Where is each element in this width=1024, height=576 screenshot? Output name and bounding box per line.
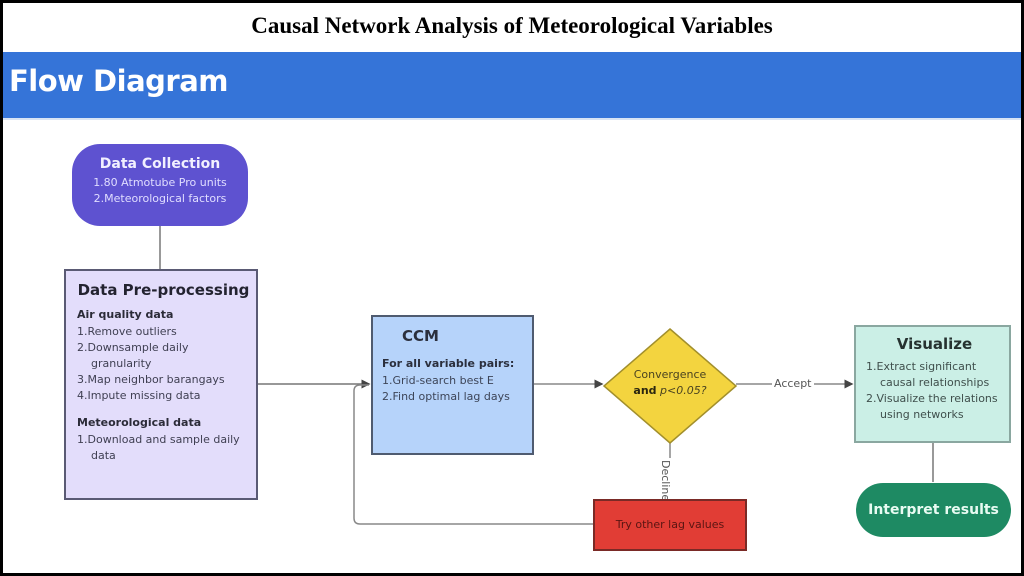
section-heading-air-quality: Air quality data (77, 308, 174, 321)
list-item: 2.Downsample daily (77, 341, 189, 354)
edge-label-decline: Decline (659, 458, 672, 504)
list-item: 2.Meteorological factors (93, 192, 227, 205)
list-item-continuation: granularity (91, 357, 152, 370)
list-item-continuation: data (91, 449, 116, 462)
node-try-other-lag-values[interactable]: Try other lag values (593, 499, 747, 551)
decision-diamond[interactable] (602, 328, 738, 444)
list-item: 2.Find optimal lag days (382, 390, 510, 403)
decision-label: Convergence and p<0.05? (604, 367, 736, 399)
list-item: 2.Visualize the relations (866, 392, 998, 405)
node-data-collection[interactable]: Data Collection 1.80 Atmotube Pro units … (72, 144, 248, 226)
decision-line1: Convergence (633, 368, 707, 381)
node-title: CCM (402, 327, 439, 345)
list-item: 3.Map neighbor barangays (77, 373, 225, 386)
page-title: Causal Network Analysis of Meteorologica… (251, 13, 773, 38)
section-heading-meteorological: Meteorological data (77, 416, 202, 429)
decision-and: and (633, 384, 657, 397)
list-item: 1.Download and sample daily (77, 433, 240, 446)
node-data-preprocessing[interactable]: Data Pre-processing Air quality data 1.R… (64, 269, 258, 500)
list-item: 1.80 Atmotube Pro units (93, 176, 227, 189)
node-interpret-results[interactable]: Interpret results (856, 483, 1011, 537)
list-item: 4.Impute missing data (77, 389, 201, 402)
node-ccm[interactable]: CCM For all variable pairs: 1.Grid-searc… (371, 315, 534, 455)
list-item: 1.Remove outliers (77, 325, 177, 338)
section-heading: For all variable pairs: (382, 357, 515, 370)
list-item: 1.Grid-search best E (382, 374, 494, 387)
list-item: 1.Extract significant (866, 360, 977, 373)
section-banner: Flow Diagram (3, 52, 1021, 120)
node-title: Visualize (896, 335, 973, 353)
list-item-continuation: causal relationships (880, 376, 990, 389)
list-item-continuation: using networks (880, 408, 964, 421)
banner-title: Flow Diagram (9, 64, 229, 98)
diagram-frame: Causal Network Analysis of Meteorologica… (3, 3, 1021, 573)
node-title: Data Pre-processing (77, 281, 250, 299)
node-visualize[interactable]: Visualize 1.Extract significant causal r… (854, 325, 1011, 443)
decision-condition: p<0.05? (660, 384, 707, 397)
node-title: Data Collection (99, 156, 221, 172)
edge-label-accept: Accept (772, 377, 814, 390)
edge-retry-to-ccm (353, 384, 593, 525)
